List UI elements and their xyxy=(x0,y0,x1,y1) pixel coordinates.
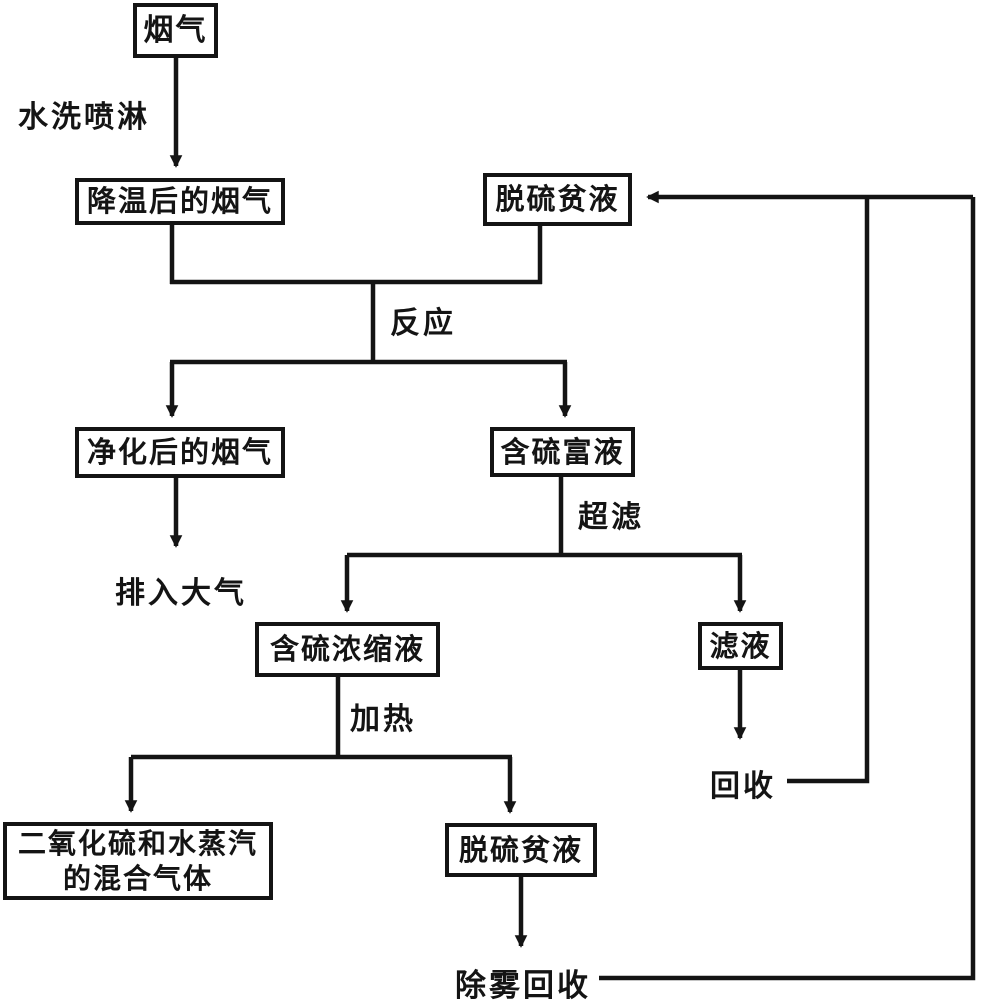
node-filtrate: 滤液 xyxy=(698,622,783,670)
label-heating: 加热 xyxy=(350,702,416,737)
edge-recovery-return xyxy=(787,199,870,784)
node-cooled-flue-gas: 降温后的烟气 xyxy=(75,178,285,225)
node-purified-flue-gas: 净化后的烟气 xyxy=(75,427,285,478)
edge-demist-return xyxy=(599,197,976,981)
label-reaction: 反应 xyxy=(390,306,456,341)
label-water-wash-spray: 水洗喷淋 xyxy=(18,100,150,135)
node-sulfur-rich-solution: 含硫富液 xyxy=(490,427,635,477)
label-discharge-to-atmosphere: 排入大气 xyxy=(115,576,247,611)
node-flue-gas: 烟气 xyxy=(133,3,218,58)
node-so2-steam-mixture: 二氧化硫和水蒸汽 的混合气体 xyxy=(3,822,273,900)
label-demist-recovery: 除雾回收 xyxy=(455,968,591,1000)
node-lean-solution-bottom: 脱硫贫液 xyxy=(445,823,597,877)
label-recovery: 回收 xyxy=(710,769,776,804)
label-ultrafiltration: 超滤 xyxy=(578,500,644,535)
node-sulfur-concentrate: 含硫浓缩液 xyxy=(255,622,440,677)
node-lean-solution-top: 脱硫贫液 xyxy=(483,173,632,226)
